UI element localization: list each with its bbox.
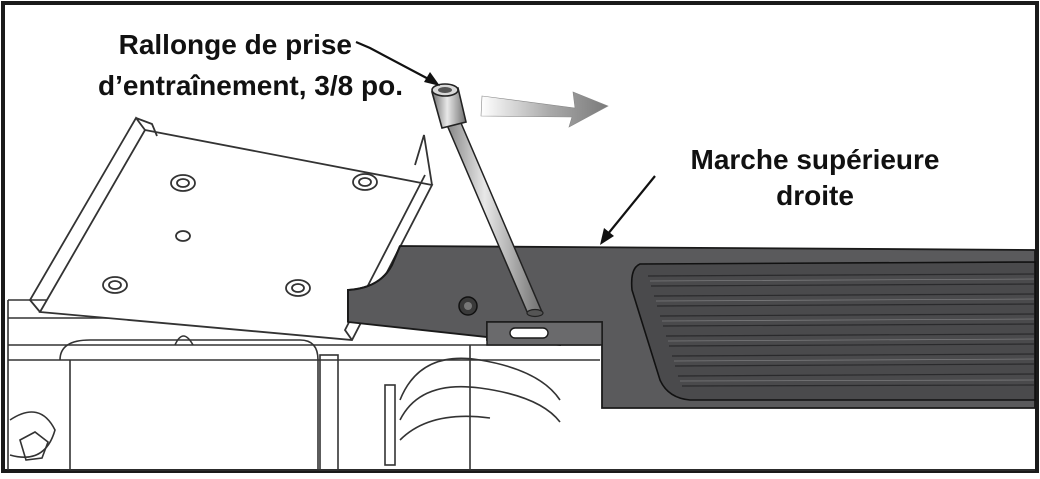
extension-leader-arrowhead [424,72,440,86]
callout-leaders [355,40,656,241]
plate-hole-3 [175,230,191,242]
plate-hole-2 [352,173,378,191]
extension-leader-line [355,40,437,84]
extension-label-line1: Rallonge de prise [119,29,352,60]
plate-hole-5 [285,279,311,297]
plate-hole-4 [102,276,128,294]
step-leader-line [602,175,656,241]
extension-label-line2: d’entraînement, 3/8 po. [98,70,403,101]
slot-opening [509,327,549,339]
step-leader-arrowhead [600,228,614,245]
plate-hole-1 [170,174,196,192]
drive-extension-bar [430,83,544,318]
step-tread [630,261,1036,401]
step-label-line1: Marche supérieure [691,144,940,175]
direction-arrow [480,91,609,128]
mounting-plate [28,116,434,341]
step-label-line2: droite [776,180,854,211]
